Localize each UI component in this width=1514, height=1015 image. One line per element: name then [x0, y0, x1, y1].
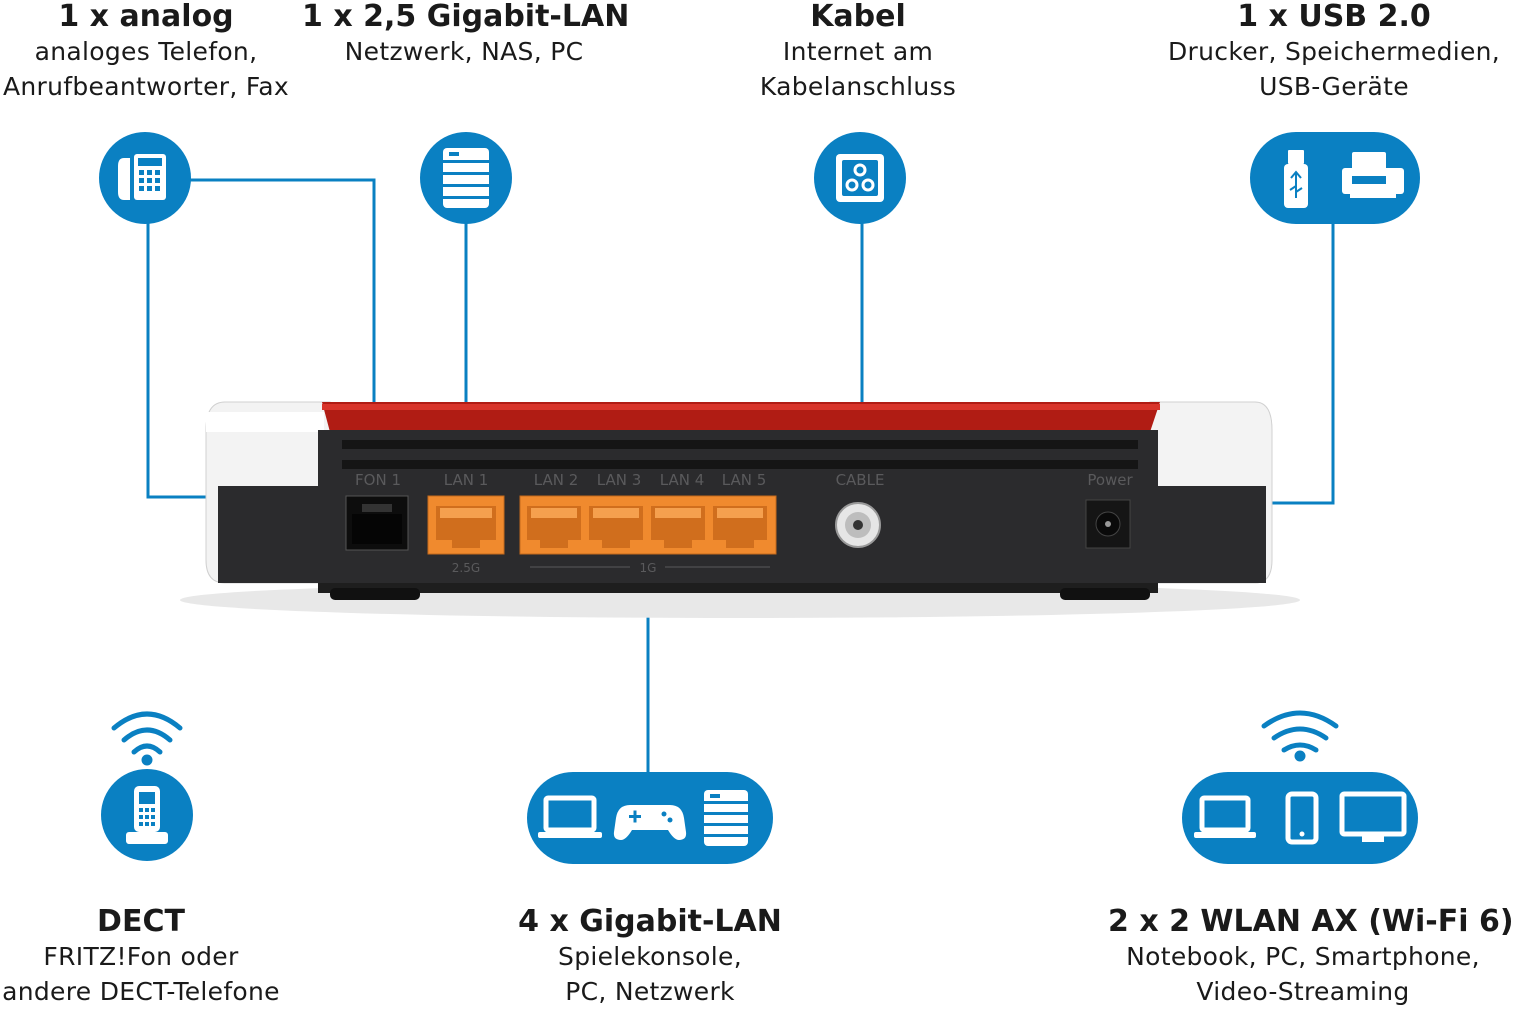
router: FON 1 LAN 1 LAN 2 LAN 3 LAN 4 LAN 5 CABL… [180, 401, 1300, 618]
label-lan25-line1: Netzwerk, NAS, PC [344, 37, 584, 66]
power-port [1085, 499, 1131, 549]
label-usb-title: 1 x USB 2.0 [1237, 0, 1431, 34]
line-analog-to-fon [190, 178, 376, 470]
desk-phone-icon [118, 154, 166, 200]
label-dect-title: DECT [97, 904, 185, 939]
lan-group-ports [519, 495, 777, 555]
label-analog-line2: Anrufbeantworter, Fax [3, 72, 289, 101]
server-icon [704, 790, 748, 846]
label-usb-line1: Drucker, Speichermedien, [1168, 37, 1501, 66]
icon-bubble-kabel [814, 132, 906, 224]
printer-icon [1342, 152, 1404, 198]
port-label-power: Power [1087, 471, 1133, 489]
icon-bubble-analog [99, 132, 191, 224]
label-gigalan: 4 x Gigabit-LAN Spielekonsole, PC, Netzw… [500, 905, 800, 1009]
cable-port [835, 502, 881, 548]
port-label-cable: CABLE [836, 471, 885, 489]
port-label-lan2: LAN 2 [534, 471, 579, 489]
label-wlan-line1: Notebook, PC, Smartphone, [1126, 942, 1480, 971]
label-kabel-line2: Kabelanschluss [759, 72, 957, 101]
lan1-port [427, 495, 505, 555]
label-lan25: 1 x 2,5 Gigabit-LAN Netzwerk, NAS, PC [302, 0, 630, 69]
label-usb: 1 x USB 2.0 Drucker, Speichermedien, USB… [1168, 0, 1500, 104]
label-dect: DECT FRITZ!Fon oder andere DECT-Telefone [0, 905, 282, 1009]
wifi-icon-dect [111, 711, 183, 766]
speed-label-lan-group: 1G [640, 561, 657, 575]
label-gigalan-title: 4 x Gigabit-LAN [518, 904, 782, 939]
label-gigalan-line2: PC, Netzwerk [565, 977, 735, 1006]
label-analog-line1: analoges Telefon, [34, 37, 258, 66]
label-wlan-line2: Video-Streaming [1196, 977, 1410, 1006]
wifi-icon-wlan [1261, 710, 1339, 762]
icon-bubble-usb [1250, 132, 1420, 224]
label-kabel-line1: Internet am [782, 37, 934, 66]
label-analog: 1 x analog analoges Telefon, Anrufbeantw… [0, 0, 292, 104]
monitor-icon [1339, 791, 1407, 842]
dect-handset-icon [126, 786, 168, 844]
port-label-lan3: LAN 3 [597, 471, 642, 489]
label-gigalan-line1: Spielekonsole, [558, 942, 742, 971]
icon-bubble-dect [101, 769, 193, 861]
label-dect-line2: andere DECT-Telefone [2, 977, 280, 1006]
fon-port [345, 495, 409, 551]
label-usb-line2: USB-Geräte [1259, 72, 1409, 101]
port-label-lan5: LAN 5 [722, 471, 767, 489]
coax-socket-icon [836, 154, 884, 202]
speed-label-lan1: 2.5G [452, 561, 480, 575]
label-lan25-title: 1 x 2,5 Gigabit-LAN [302, 0, 630, 34]
wifi-icon [111, 711, 183, 731]
line-usb [1270, 222, 1335, 505]
usb-stick-icon [1284, 150, 1308, 208]
laptop-icon [538, 795, 602, 838]
smartphone-icon [1285, 791, 1319, 845]
label-dect-line1: FRITZ!Fon oder [43, 942, 239, 971]
label-wlan: 2 x 2 WLAN AX (Wi-Fi 6) Notebook, PC, Sm… [1108, 904, 1514, 1009]
port-label-lan4: LAN 4 [660, 471, 705, 489]
server-icon [443, 148, 489, 208]
line-analog-to-side [146, 220, 210, 499]
icon-bubble-gigalan [527, 772, 773, 864]
icon-bubble-lan25 [420, 132, 512, 224]
port-label-fon: FON 1 [355, 471, 401, 489]
port-label-lan1: LAN 1 [444, 471, 489, 489]
label-kabel: Kabel Internet am Kabelanschluss [738, 0, 978, 104]
label-analog-title: 1 x analog [58, 0, 234, 34]
icon-bubble-wlan [1182, 772, 1418, 864]
label-wlan-title: 2 x 2 WLAN AX (Wi-Fi 6) [1108, 904, 1514, 939]
laptop-icon [1194, 795, 1256, 838]
label-kabel-title: Kabel [810, 0, 906, 34]
gamepad-icon [613, 805, 687, 840]
